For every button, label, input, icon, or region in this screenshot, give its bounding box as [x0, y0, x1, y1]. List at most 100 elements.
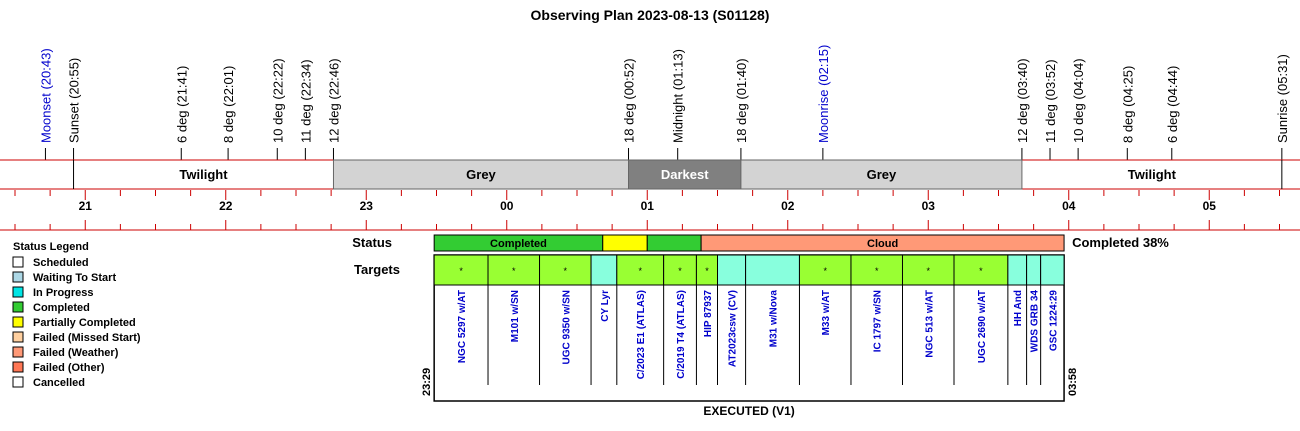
hour-label: 01: [641, 199, 655, 213]
status-segment: [602, 234, 648, 252]
sky-band-label: Twilight: [179, 167, 228, 182]
event-label: 10 deg (04:04): [1071, 58, 1086, 143]
target-marker: *: [512, 266, 516, 276]
target-status-cell: [539, 254, 592, 286]
hour-label: 03: [922, 199, 936, 213]
legend-item-label: Failed (Missed Start): [33, 332, 141, 344]
target-name: WDS GRB 34: [1030, 290, 1041, 353]
target-status-cell: [745, 254, 800, 286]
sky-band-label: Grey: [466, 167, 496, 182]
sky-band-label: Darkest: [661, 167, 709, 182]
sky-band: [740, 159, 1023, 190]
legend-item-label: Partially Completed: [33, 317, 136, 329]
targets-footer: EXECUTED (V1): [703, 404, 794, 418]
targets-end-time: 03:58: [1067, 368, 1079, 396]
target-name: AT2023csw (CV): [728, 290, 739, 367]
target-name: NGC 513 w/AT: [924, 290, 935, 358]
event-markers: Moonset (20:43)Sunset (20:55)6 deg (21:4…: [38, 45, 1290, 160]
target-status-cell: [901, 254, 955, 286]
legend-swatch: [12, 286, 24, 298]
sky-condition-bands: Twilight Grey Darkest Grey Twilight: [0, 159, 1300, 190]
target-name: M101 w/SN: [510, 290, 521, 342]
event-label: Sunrise (05:31): [1275, 54, 1290, 143]
chart-title: Observing Plan 2023-08-13 (S01128): [531, 7, 770, 23]
event-label: 18 deg (00:52): [622, 58, 637, 143]
target-name: C/2019 T4 (ATLAS): [676, 290, 687, 379]
event-label: Sunset (20:55): [67, 58, 82, 143]
legend-swatch: [12, 301, 24, 313]
target-status-cell: [1026, 254, 1042, 286]
target-marker: *: [823, 266, 827, 276]
legend-item-label: Cancelled: [33, 377, 85, 389]
targets-row: Targets*NGC 5297 w/AT*M101 w/SN*UGC 9350…: [354, 254, 1079, 418]
event-label: 12 deg (22:46): [326, 58, 341, 143]
sky-band: [628, 159, 742, 190]
target-marker: *: [875, 266, 879, 276]
target-name: HIP 87937: [703, 290, 714, 338]
event-label: 8 deg (04:25): [1120, 66, 1135, 143]
target-name: NGC 5297 w/AT: [457, 290, 468, 363]
legend-swatch: [12, 361, 24, 373]
legend-item-label: Scheduled: [33, 257, 89, 269]
event-label: 12 deg (03:40): [1015, 58, 1030, 143]
event-label: 11 deg (22:34): [298, 59, 313, 143]
target-name: HH And: [1013, 290, 1024, 326]
target-status-cell: [1040, 254, 1065, 286]
target-name: IC 1797 w/SN: [873, 290, 884, 352]
target-status-cell: [953, 254, 1009, 286]
legend-swatch: [12, 256, 24, 268]
sky-band-label: Grey: [867, 167, 897, 182]
event-label: 6 deg (04:44): [1165, 66, 1180, 143]
target-status-cell: [487, 254, 541, 286]
target-status-cell: [717, 254, 747, 286]
hour-label: 02: [781, 199, 795, 213]
event-label: 10 deg (22:22): [270, 58, 285, 143]
target-status-cell: [433, 254, 489, 286]
target-name: UGC 9350 w/SN: [561, 290, 572, 364]
status-segment-label: Completed: [490, 238, 547, 250]
hour-label: 21: [79, 199, 93, 213]
event-label: Moonrise (02:15): [816, 45, 831, 143]
target-name: C/2023 E1 (ATLAS): [636, 290, 647, 379]
target-name: GSC 1224:29: [1048, 290, 1059, 352]
targets-start-time: 23:29: [421, 368, 433, 396]
event-label: 18 deg (01:40): [734, 58, 749, 143]
target-name: M33 w/AT: [821, 290, 832, 335]
target-name: UGC 2690 w/AT: [977, 290, 988, 363]
legend-swatch: [12, 271, 24, 283]
legend-swatch: [12, 376, 24, 388]
legend-item-label: Failed (Weather): [33, 347, 119, 359]
target-marker: *: [638, 266, 642, 276]
legend-item-label: Failed (Other): [33, 362, 105, 374]
hour-label: 00: [500, 199, 514, 213]
hour-label: 05: [1203, 199, 1217, 213]
sky-band: [332, 159, 630, 190]
target-status-cell: [616, 254, 665, 286]
target-marker: *: [705, 266, 709, 276]
hour-label: 23: [360, 199, 374, 213]
sky-band-label: Twilight: [1128, 167, 1177, 182]
status-segment-label: Cloud: [867, 238, 898, 250]
target-marker: *: [678, 266, 682, 276]
target-status-cell: [1007, 254, 1028, 286]
legend-item-label: In Progress: [33, 287, 94, 299]
event-label: Midnight (01:13): [671, 49, 686, 143]
target-marker: *: [979, 266, 983, 276]
event-label: Moonset (20:43): [38, 48, 53, 143]
target-status-cell: [590, 254, 618, 286]
target-status-cell: [663, 254, 697, 286]
target-marker: *: [564, 266, 568, 276]
legend-swatch: [12, 346, 24, 358]
legend-title: Status Legend: [13, 241, 89, 253]
status-summary: Completed 38%: [1072, 235, 1169, 250]
hour-label: 04: [1062, 199, 1076, 213]
event-label: 11 deg (03:52): [1043, 59, 1058, 143]
legend-swatch: [12, 316, 24, 328]
event-label: 8 deg (22:01): [221, 66, 236, 143]
legend-item-label: Waiting To Start: [33, 272, 116, 284]
status-segment: [646, 234, 702, 252]
